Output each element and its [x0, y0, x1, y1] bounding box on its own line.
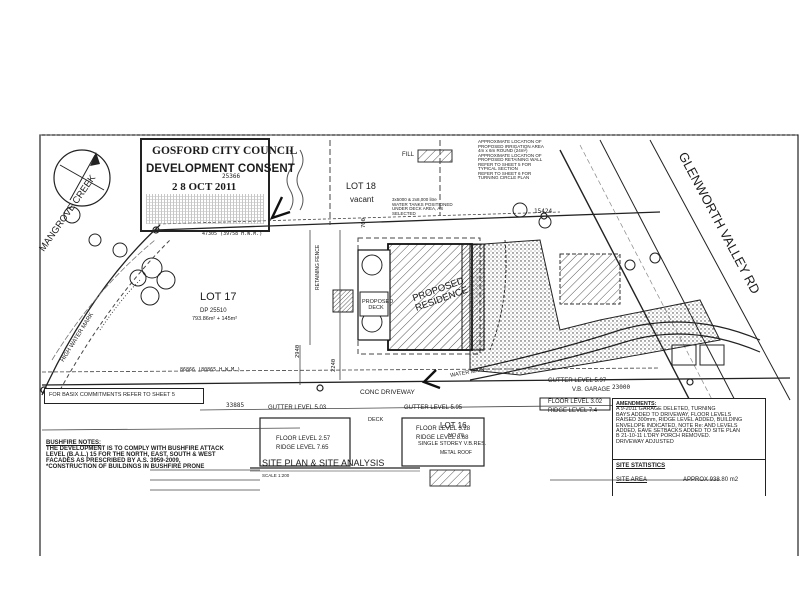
dim-47305: 47305 (39758 H.W.M.)	[202, 231, 263, 237]
site-statistics: SITE STATISTICS SITE AREA APPROX 938.80 …	[612, 460, 766, 496]
top-note: TURNING CIRCLE PLAN	[478, 175, 530, 180]
amendments-title: AMENDMENTS:	[616, 401, 657, 407]
bushfire-title: BUSHFIRE NOTES:	[46, 440, 102, 446]
tank-note-line: UNDER DECK AREA, AS	[392, 206, 444, 211]
top-note: PROPOSED RETAINING WALL	[478, 157, 543, 162]
site-statistics-title: SITE STATISTICS	[616, 463, 666, 469]
stamp-date: 2 8 OCT 2011	[172, 181, 237, 193]
top-note: PROPOSED IRRIGATION AREA	[478, 143, 544, 149]
lot17-dp: DP 25510	[200, 308, 227, 314]
driveway-label: CONC DRIVEWAY	[360, 389, 415, 396]
lot18-label: LOT 18	[346, 181, 376, 191]
scale-label: SCALE 1:200	[262, 473, 290, 478]
floor-level-right: FLOOR LEVEL 3.02	[548, 399, 603, 405]
dim-15424: 15424	[534, 208, 553, 215]
amendment-line: BAYS ADDED TO DRIVEWAY, FLOOR LEVELS	[616, 411, 732, 418]
lot16-description: SINGLE STOREY V.B.RES.	[418, 441, 487, 447]
retaining-label: RETAINING FENCE	[315, 244, 321, 290]
development-consent-stamp: GOSFORD CITY COUNCIL DEVELOPMENT CONSENT…	[140, 138, 297, 232]
tank-note-line: SELECTED	[392, 210, 416, 216]
amendment-line: B 21-10-11 L'DRY PORCH REMOVED.	[616, 433, 711, 440]
dim-25366: 25366	[222, 173, 241, 180]
bushfire-line: FACADES AS PRESCRIBED BY A.S. 3959-2009,	[46, 458, 181, 464]
tank-note: 3x5000 & 2x8,000 litre WATER TANKS POSIT…	[392, 197, 453, 216]
top-note: REFER TO SHEET 6 FOR	[478, 170, 532, 176]
top-notes: APPROXIMATE LOCATION OF PROPOSED IRRIGAT…	[478, 139, 544, 181]
top-note: TYPICAL SECTION	[478, 166, 518, 171]
lot16-label: LOT 16	[440, 421, 467, 430]
proposed-deck-label: PROPOSED DECK	[362, 299, 394, 311]
bushfire-notes: BUSHFIRE NOTES: THE DEVELOPMENT IS TO CO…	[46, 440, 224, 470]
dim-86866: 86866 (80865 H.W.M.)	[180, 367, 241, 373]
stamp-signature-area	[146, 194, 264, 224]
gutter-level-right: GUTTER LEVEL 5.97	[548, 378, 607, 384]
garage-label: V.B. GARAGE	[572, 387, 611, 393]
dim-33885: 33885	[226, 402, 245, 409]
floor-level-mid: FLOOR LEVEL 3.28	[416, 426, 471, 432]
dim-700: 700	[361, 218, 367, 228]
stamp-title: DEVELOPMENT CONSENT	[146, 163, 295, 175]
lot17-area: 793.86m² + 145m²	[192, 316, 238, 322]
lot18-status: vacant	[350, 195, 374, 204]
gutter-level-mid: GUTTER LEVEL 5.95	[404, 405, 463, 411]
amendment-line: ENVELOPE INDICATED, NOTE Re: AND LEVELS	[616, 422, 738, 429]
amendment-line: ADDED, EAVE SETBACKS ADDED TO SITE PLAN	[616, 428, 741, 435]
top-note: 4m x 6m ROUND (24m²)	[478, 148, 528, 153]
site-plan-title: SITE PLAN & SITE ANALYSIS	[262, 458, 385, 468]
lot16-number: NO 76	[448, 433, 464, 439]
tank-note-line: 3x5000 & 2x8,000 litre	[392, 197, 437, 202]
bushfire-line: LEVEL (B.A.L.) 15 FOR THE NORTH, EAST, S…	[46, 452, 216, 458]
lot16-roof: METAL ROOF	[440, 450, 472, 456]
gutter-level-left: GUTTER LEVEL 5.03	[268, 405, 327, 411]
floor-level-left: FLOOR LEVEL 2.57	[276, 436, 331, 442]
site-area-value: APPROX 938.80 m2	[683, 477, 739, 483]
amendment-line: DRIVEWAY ADJUSTED	[616, 438, 674, 445]
site-area-label: SITE AREA	[616, 477, 648, 483]
top-note: APPROXIMATE LOCATION OF	[478, 139, 542, 144]
ridge-level-mid: RIDGE LEVEL 8.68	[416, 435, 469, 441]
dim-2240: 2240	[331, 358, 337, 372]
amendments-box: AMENDMENTS: A 9-2011 GARAGE DELETED, TUR…	[612, 398, 766, 460]
lot17-label: LOT 17	[200, 291, 237, 303]
deck-label: DECK	[368, 417, 384, 423]
ridge-level-right: RIDGE LEVEL 7.4	[548, 408, 598, 414]
fill-label: FILL	[402, 152, 415, 158]
dim-23000: 23000	[612, 384, 631, 391]
stamp-council-name: GOSFORD CITY COUNCIL	[152, 145, 298, 157]
ridge-level-left: RIDGE LEVEL 7.65	[276, 445, 329, 451]
basix-note-box: FOR BASIX COMMITMENTS REFER TO SHEET 5	[44, 388, 204, 404]
top-note: APPROXIMATE LOCATION OF	[478, 152, 542, 158]
bushfire-line: *CONSTRUCTION OF BUILDINGS IN BUSHFIRE P…	[46, 464, 205, 470]
dim-2940: 2940	[295, 344, 301, 358]
basix-note: FOR BASIX COMMITMENTS REFER TO SHEET 5	[49, 392, 175, 398]
tank-note-line: WATER TANKS POSITIONED	[392, 201, 453, 207]
amendment-line: A 9-2011 GARAGE DELETED, TURNING	[616, 406, 716, 413]
amendment-line: RAISED 300mm, RIDGE LEVEL ADDED, BUILDIN…	[616, 417, 743, 424]
bushfire-line: THE DEVELOPMENT IS TO COMPLY WITH BUSHFI…	[46, 446, 224, 452]
top-note: REFER TO SHEET 5 FOR	[478, 161, 532, 167]
